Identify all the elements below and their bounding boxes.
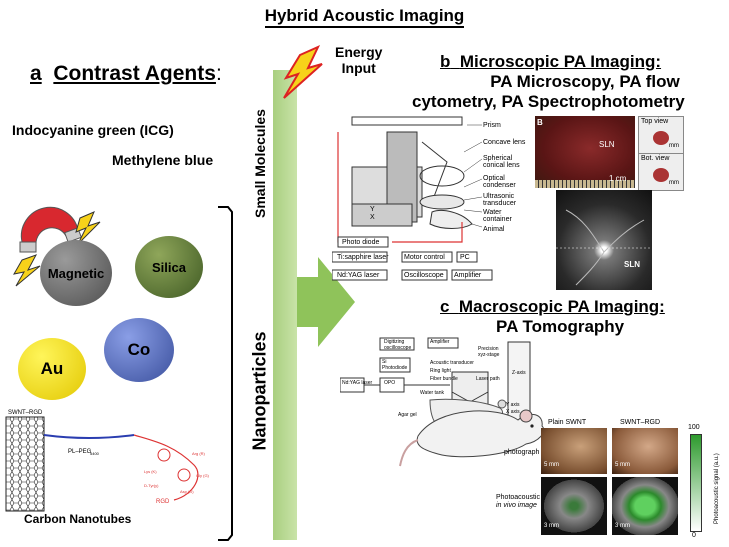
- lightning-icon-2: [13, 254, 41, 287]
- digitizing-osc-label: Digitizing oscilloscope: [384, 339, 412, 351]
- nanoparticles-axis-label: Nanoparticles: [249, 331, 270, 451]
- xyz-stage-label: Precision xyz-stage: [478, 346, 500, 358]
- lys-label: Lys (K): [144, 469, 157, 474]
- acoustic-transducer-label: Acoustic transducer: [430, 360, 474, 366]
- amplifier-label: Amplifier: [454, 272, 482, 279]
- opo-label: OPO: [384, 380, 396, 386]
- water-container-label: Water container: [483, 209, 512, 223]
- laser-path-label: Laser path: [476, 376, 500, 382]
- row-pa-image: Photoacoustic in vivo image: [496, 494, 540, 509]
- x-axis-label: X axis: [506, 409, 520, 415]
- ndyag-c-label: Nd:YAG laser: [342, 380, 373, 386]
- optical-condenser-label: Optical condenser: [483, 175, 516, 189]
- page-title: Hybrid Acoustic Imaging: [0, 6, 729, 28]
- y-stage-label: Y: [370, 206, 375, 213]
- si-photodiode-label: Si Photodiode: [382, 359, 408, 371]
- small-molecules-axis-label: Small Molecules: [252, 109, 268, 218]
- swnt-rgd-photo: 5 mm: [612, 428, 678, 474]
- water-tank-label: Water tank: [420, 390, 444, 396]
- plain-swnt-photo: 5 mm: [541, 428, 607, 474]
- top-view-photo: Top view mm: [638, 116, 684, 154]
- colorbar-label: Photoacoustic signal (a.u.): [714, 453, 720, 524]
- nanotube-body: [5, 416, 45, 512]
- co-particle: Co: [104, 318, 174, 382]
- colorbar-max: 100: [688, 424, 700, 431]
- section-b-title: b Microscopic PA Imaging: PA Microscopy,…: [412, 52, 685, 111]
- x-stage-label: X: [370, 214, 375, 221]
- section-a-title: a Contrast Agents:: [30, 62, 222, 85]
- icg-label: Indocyanine green (ICG): [12, 122, 174, 138]
- magnetic-particle: Magnetic: [40, 240, 112, 306]
- colorbar: [690, 434, 702, 532]
- ring-light-label: Ring light: [430, 368, 451, 374]
- ultrasonic-transducer-label: Ultrasonic transducer: [483, 193, 517, 207]
- prism-label: Prism: [483, 122, 501, 129]
- asp-label: Asp (D): [180, 489, 194, 494]
- rgd-label: RGD: [156, 499, 170, 505]
- section-c-title: c Macroscopic PA Imaging: PA Tomography: [440, 297, 665, 336]
- pa-microscopy-image: SLN: [556, 190, 652, 290]
- methylene-blue-label: Methylene blue: [112, 152, 214, 168]
- rgd-peptide: [133, 434, 199, 501]
- bottom-view-photo: Bot. view mm: [638, 153, 684, 191]
- agar-gel-label: Agar gel: [398, 412, 417, 418]
- peg-subscript: 5400: [90, 451, 100, 456]
- peg-chain: [43, 434, 135, 439]
- ndyag-label: Nd:YAG laser: [337, 272, 380, 279]
- z-axis-label: Z-axis: [512, 370, 526, 376]
- sln-image-label: SLN: [624, 260, 640, 269]
- motor-control-label: Motor control: [404, 254, 445, 261]
- dtyr-label: D-Tyr(y): [144, 483, 159, 488]
- scale-1cm-label: 1 cm: [609, 174, 627, 183]
- pc-label: PC: [460, 254, 470, 261]
- silica-particle: Silica: [135, 236, 203, 298]
- animal-label: Animal: [483, 226, 505, 233]
- row-photograph: photograph: [504, 449, 540, 456]
- oscilloscope-label: Oscilloscope: [404, 272, 444, 279]
- carbon-nanotube-diagram: SWNT–RGD PL–PEG 5400 RGD Lys (K) Arg (R)…: [5, 410, 210, 512]
- panel-b-label: B: [537, 118, 543, 127]
- colorbar-min: 0: [692, 532, 696, 539]
- swnt-rgd-pa-image: 3 mm: [612, 477, 678, 535]
- mouse-illustration: [399, 409, 545, 467]
- concave-lens-label: Concave lens: [483, 139, 526, 146]
- pl-peg-label: PL–PEG: [68, 449, 92, 455]
- fiber-bundle-label: Fiber bundle: [430, 376, 458, 382]
- ti-sapphire-label: Ti:sapphire laser: [337, 254, 389, 261]
- pa-microscopy-setup: [332, 116, 493, 281]
- horizontal-arrow: [297, 257, 355, 347]
- swnt-rgd-label: SWNT–RGD: [8, 410, 43, 416]
- mouse-icon: [429, 210, 473, 229]
- col-swnt-rgd: SWNT–RGD: [620, 419, 661, 426]
- lightning-icon: [75, 211, 101, 245]
- arg-label: Arg (R): [192, 451, 206, 456]
- au-particle: Au: [18, 338, 86, 400]
- lightning-energy: [283, 44, 323, 99]
- photo-diode-label: Photo diode: [342, 239, 380, 246]
- gly-label: Gly (G): [196, 473, 210, 478]
- carbon-nanotubes-label: Carbon Nanotubes: [24, 512, 132, 526]
- col-plain-swnt: Plain SWNT: [548, 419, 587, 426]
- ruler: [535, 180, 635, 188]
- amplifier-c-label: Amplifier: [430, 339, 450, 345]
- y-axis-label: Y axis: [506, 402, 520, 408]
- nanoparticles-bracket: [218, 206, 233, 541]
- sln-label: SLN: [599, 140, 615, 149]
- vertical-arrow-bar: [273, 70, 297, 540]
- plain-swnt-pa-image: 3 mm: [541, 477, 607, 535]
- magnet-icon: [13, 206, 101, 287]
- sln-photo: B SLN 1 cm: [535, 116, 635, 188]
- spherical-lens-label: Spherical conical lens: [483, 155, 520, 169]
